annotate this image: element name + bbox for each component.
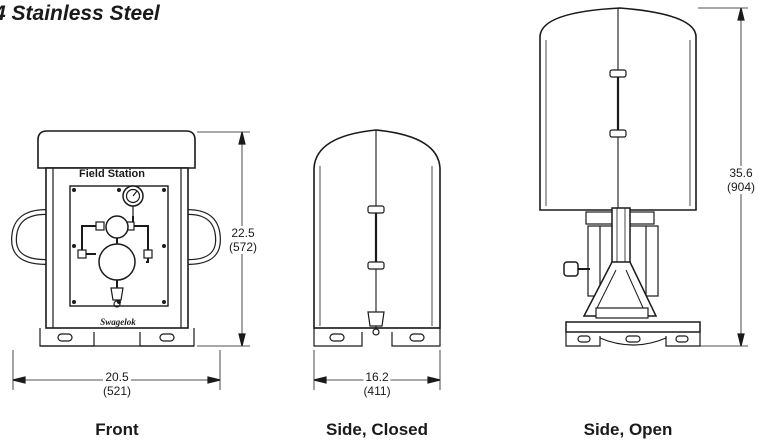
view-label-front: Front: [95, 420, 139, 439]
brand-logo-text: Swagelok: [100, 317, 136, 327]
view-label-side-open: Side, Open: [583, 420, 673, 439]
closed-depth-mm: (411): [363, 384, 391, 398]
side-open-view: [539, 7, 748, 347]
open-height-dimension: 35.6 (904): [726, 166, 756, 194]
front-view: [10, 130, 250, 390]
front-height-inches: 22.5: [231, 226, 255, 240]
front-width-dimension: 20.5 (521): [102, 370, 132, 398]
page-heading: 4 Stainless Steel: [0, 2, 160, 25]
open-height-mm: (904): [726, 180, 756, 194]
closed-depth-dimension: 16.2 (411): [363, 370, 391, 398]
view-label-side-closed: Side, Closed: [325, 420, 429, 439]
open-height-inches: 35.6: [729, 166, 753, 180]
front-height-dimension: 22.5 (572): [228, 226, 258, 254]
side-closed-view: [313, 129, 441, 390]
front-width-mm: (521): [102, 384, 132, 398]
closed-depth-inches: 16.2: [365, 370, 389, 384]
front-height-mm: (572): [228, 240, 258, 254]
nameplate-text: Field Station: [79, 168, 145, 180]
front-width-inches: 20.5: [105, 370, 129, 384]
